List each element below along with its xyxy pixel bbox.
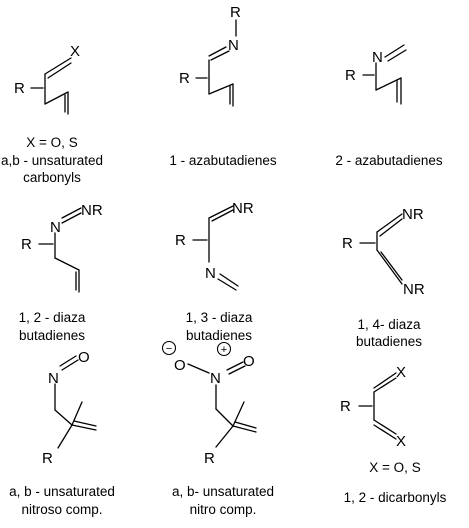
atom-r: R — [21, 236, 32, 253]
plus-charge-icon — [216, 341, 232, 357]
caption-line: nitroso comp. — [21, 502, 102, 517]
caption-line: 2 - azabutadienes — [335, 153, 443, 168]
plus-sign: + — [221, 344, 227, 356]
molecule-diaza13: NR N R 1, 3 - diaza butadienes — [175, 200, 254, 343]
caption-line: 1, 3 - diaza — [186, 310, 253, 325]
atom-r-top: R — [230, 4, 241, 21]
molecule-aza2: N R 2 - azabutadienes — [335, 44, 443, 168]
atom-nr: NR — [232, 200, 254, 217]
atom-r: R — [42, 450, 53, 467]
molecule-diaza12: N NR R 1, 2 - diaza butadienes — [19, 202, 103, 343]
molecule-dicarbonyl: X X R X = O, S 1, 2 - dicarbonyls — [340, 364, 447, 505]
caption-line: a, b - unsaturated — [9, 484, 115, 499]
atom-nr-bottom: NR — [403, 281, 425, 298]
atom-nr: NR — [81, 202, 103, 219]
caption-line: carbonyls — [23, 170, 81, 185]
caption-line: 1, 2 - diaza — [19, 310, 86, 325]
atom-r: R — [179, 70, 190, 87]
atom-n: N — [372, 49, 383, 66]
molecule-nitro: − + O N O R a, b- unsaturated nitro comp… — [161, 340, 274, 517]
atom-o: O — [78, 349, 90, 366]
minus-sign: − — [166, 343, 172, 355]
caption-line: 1 - azabutadienes — [169, 153, 277, 168]
atom-r: R — [204, 450, 215, 467]
caption-line: a,b - unsaturated — [1, 153, 103, 168]
atom-r: R — [345, 67, 356, 84]
atom-o: O — [243, 353, 255, 370]
atom-r: R — [14, 80, 25, 97]
caption-line: X = O, S — [26, 135, 77, 150]
caption-line: nitro comp. — [190, 502, 257, 517]
caption-line: butadienes — [186, 328, 252, 343]
atom-n: N — [48, 370, 59, 387]
atom-r: R — [340, 398, 351, 415]
atom-x: X — [70, 43, 80, 60]
atom-o-minus: O — [174, 357, 186, 374]
atom-x-top: X — [396, 364, 406, 381]
atom-r: R — [175, 232, 186, 249]
molecule-diaza14: NR NR R 1, 4- diaza butadienes — [342, 206, 425, 349]
molecule-aza1: R N R 1 - azabutadienes — [169, 4, 277, 168]
atom-r: R — [342, 235, 353, 252]
caption-line: 1, 4- diaza — [357, 317, 421, 332]
caption-line: butadienes — [19, 328, 85, 343]
atom-n1: N — [50, 219, 61, 236]
minus-charge-icon — [161, 340, 177, 356]
atom-n: N — [205, 265, 216, 282]
atom-nr-top: NR — [402, 206, 424, 223]
caption-line: butadienes — [356, 334, 422, 349]
caption-line: X = O, S — [369, 460, 420, 475]
atom-n: N — [210, 370, 221, 387]
molecule-nitroso: N O R a, b - unsaturated nitroso comp. — [9, 349, 115, 517]
caption-line: 1, 2 - dicarbonyls — [344, 490, 447, 505]
atom-n: N — [228, 37, 239, 54]
caption-line: a, b- unsaturated — [172, 484, 274, 499]
atom-x-bottom: X — [396, 433, 406, 450]
molecule-carbonyl: X R X = O, S a,b - unsaturated carbonyls — [1, 43, 103, 185]
